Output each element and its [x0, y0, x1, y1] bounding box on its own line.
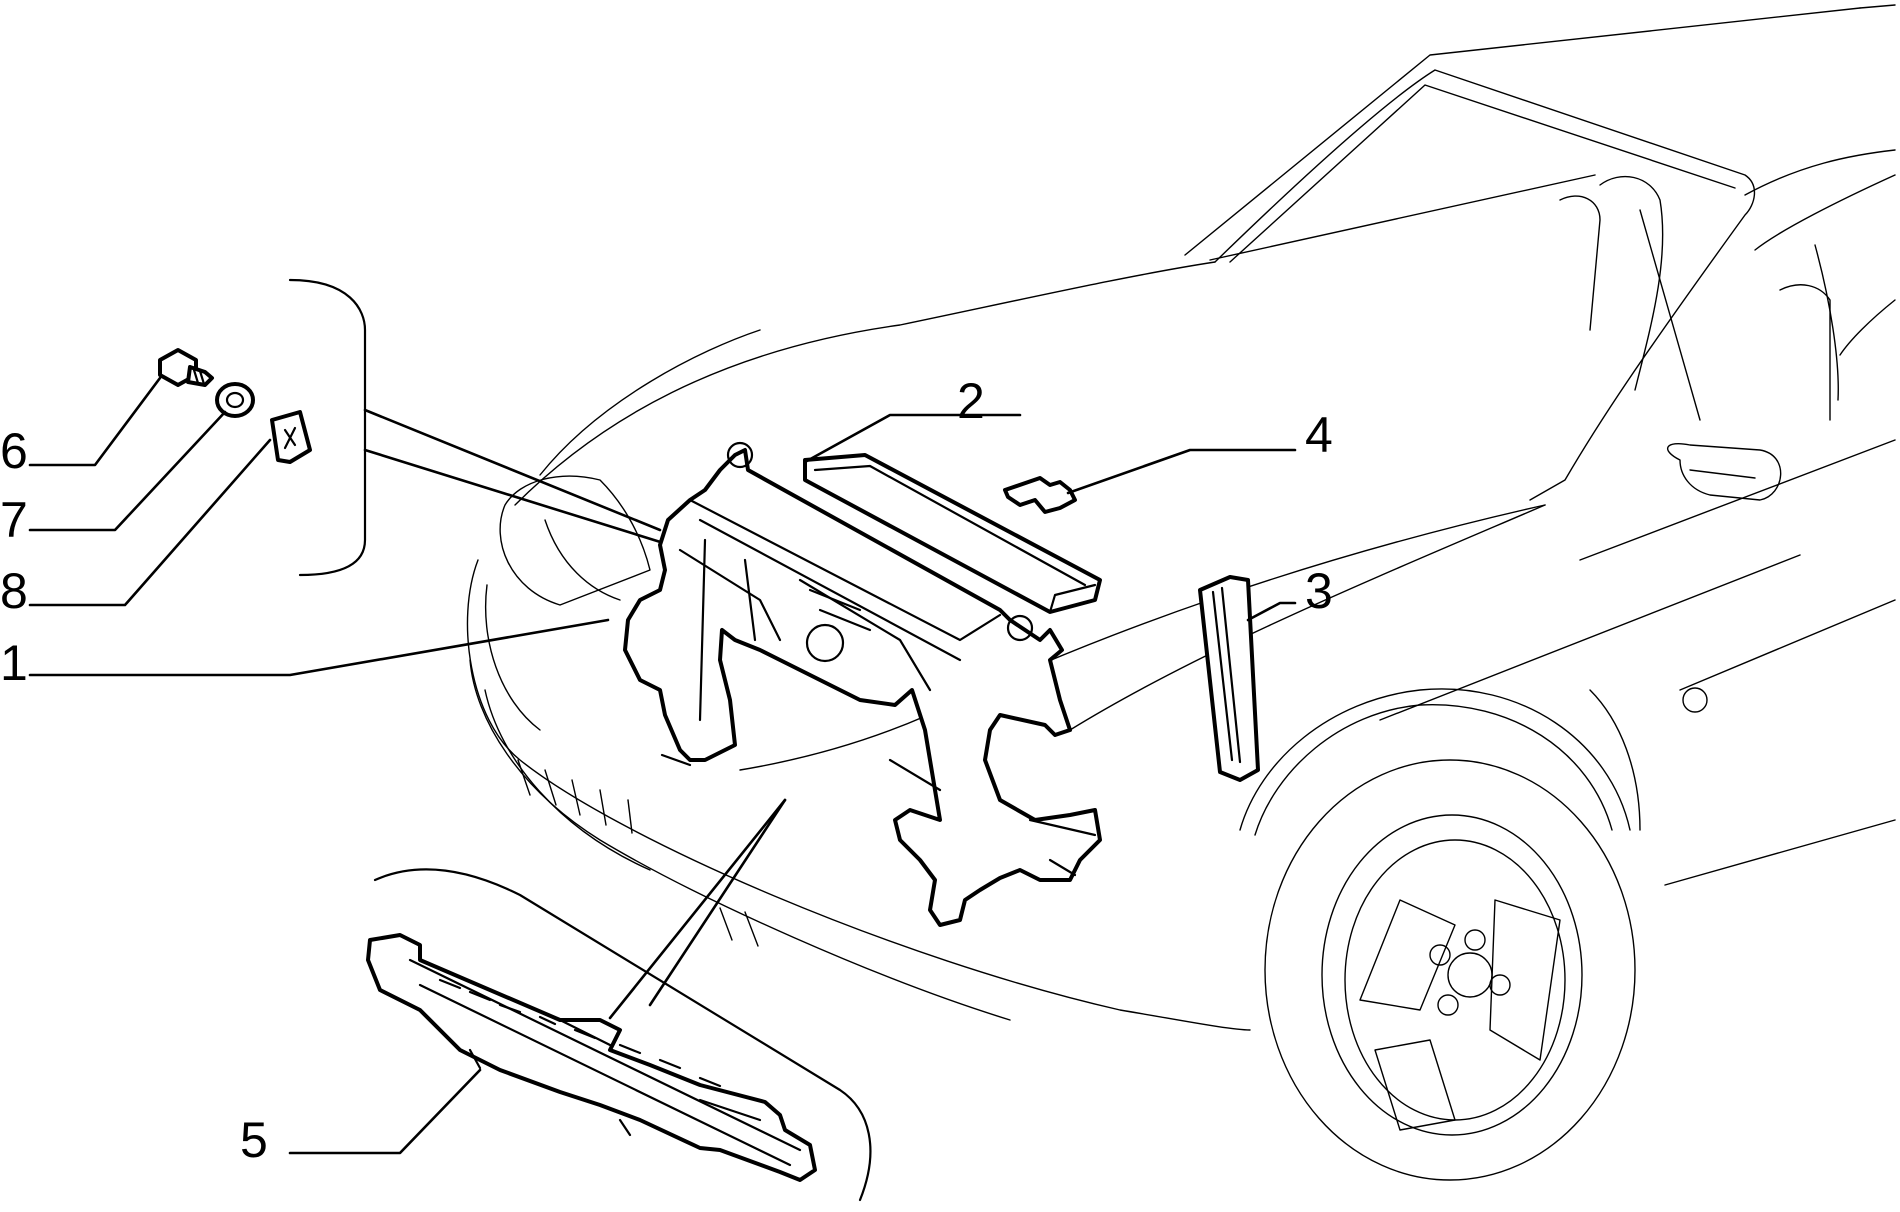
callout-7: 7: [0, 492, 28, 548]
side-bracket-icon: [1198, 575, 1260, 782]
group-brace-small-parts: [288, 278, 367, 577]
upper-crossmember-icon: [803, 453, 1102, 614]
screw-icon: [158, 348, 214, 387]
callout-labels: 6 7 8 1 2 4 3 5: [0, 373, 1333, 1168]
callout-4: 4: [1305, 407, 1333, 463]
callout-2: 2: [957, 373, 985, 429]
group-brace-lower: [373, 868, 872, 1202]
leader-lines: [28, 376, 1297, 1155]
washer-icon: [215, 382, 255, 418]
front-frame-icon: [623, 441, 1102, 927]
callout-8: 8: [0, 563, 28, 619]
callout-3: 3: [1305, 563, 1333, 619]
car-body-outline: [466, 4, 1896, 1181]
pointer-lines: [363, 408, 787, 1020]
callout-1: 1: [0, 635, 28, 691]
clip-nut-icon: [270, 410, 312, 464]
clip-icon: [1003, 476, 1077, 514]
callout-5: 5: [240, 1112, 268, 1168]
callout-6: 6: [0, 423, 28, 479]
lower-crossmember-icon: [366, 933, 817, 1182]
